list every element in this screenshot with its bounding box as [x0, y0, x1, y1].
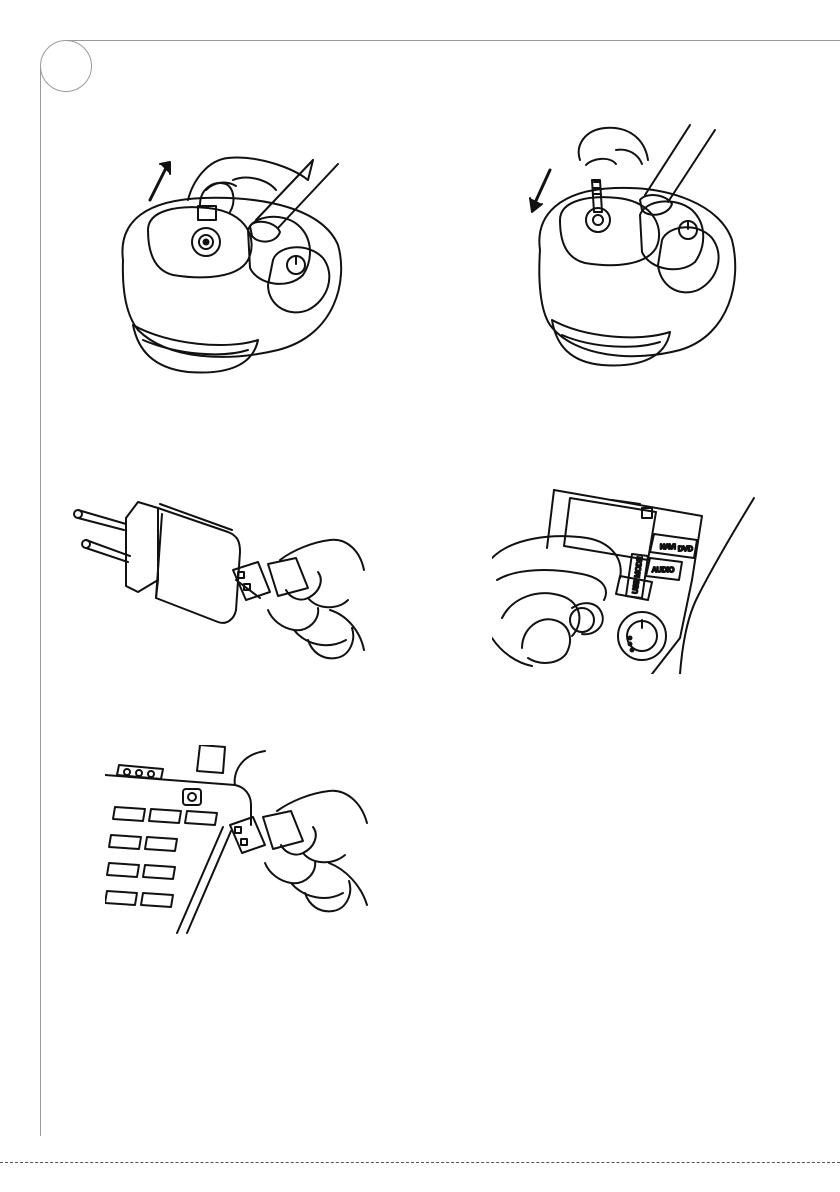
illustration-usb-laptop [105, 745, 375, 935]
frame-line-left [40, 66, 41, 1136]
page-number-badge [40, 40, 92, 92]
illustration-usb-wall-charger [68, 480, 368, 675]
usb-wall-charger-icon [68, 480, 368, 675]
frame-line-top [66, 40, 840, 41]
remove-plug-from-device-icon [108, 150, 358, 380]
illustration-remove-plug [108, 150, 358, 380]
illustration-usb-car-dashboard: NAVI DVD AUDIO USB MODE [492, 488, 762, 674]
trim-marks [0, 1162, 840, 1163]
illustration-insert-plug [520, 120, 740, 380]
usb-car-dashboard-icon: NAVI DVD AUDIO USB MODE [492, 488, 762, 674]
audio-label: AUDIO [652, 567, 675, 574]
navi-label: NAVI [660, 544, 676, 551]
usb-laptop-port-icon [105, 745, 375, 935]
dvd-label: DVD [678, 546, 693, 553]
insert-plug-into-device-icon [520, 120, 740, 380]
